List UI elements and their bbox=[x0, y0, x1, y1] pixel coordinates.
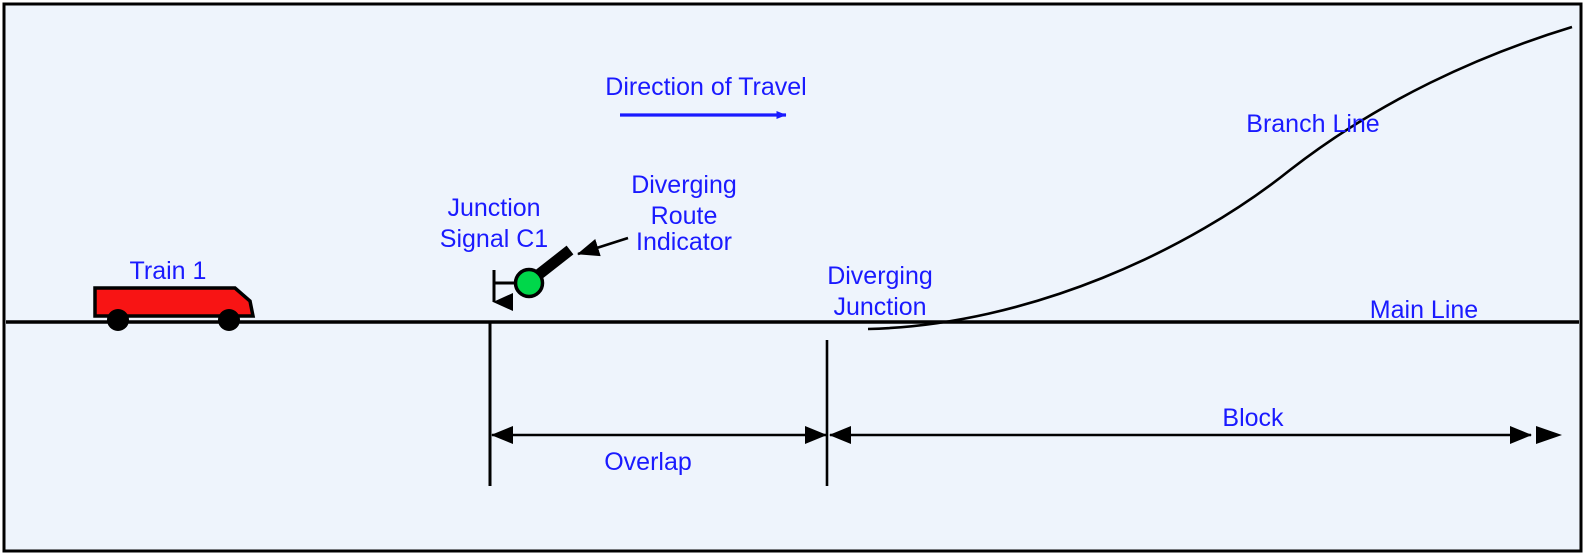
diverging-junction-label-line-1: Diverging bbox=[827, 262, 933, 290]
train-wheel-front bbox=[218, 309, 240, 331]
diverging-junction-label-line-2: Junction bbox=[833, 293, 926, 321]
train-1[interactable] bbox=[93, 286, 256, 331]
junction-signal-c1[interactable] bbox=[492, 245, 574, 311]
diverging-route-indicator-label-line-1: Diverging bbox=[631, 171, 737, 199]
overlap-label: Overlap bbox=[604, 448, 692, 476]
block-dimension-second-arrowhead bbox=[1536, 426, 1562, 444]
main-line-label: Main Line bbox=[1370, 296, 1478, 324]
train-wheel-rear bbox=[107, 309, 129, 331]
junction-signal-label-line-1: Junction bbox=[447, 194, 540, 222]
train-1-label: Train 1 bbox=[130, 257, 207, 285]
signal-green-aspect[interactable] bbox=[513, 267, 545, 299]
diverging-route-indicator-label-line-2: Route bbox=[651, 202, 718, 230]
diverging-route-indicator-leader bbox=[577, 236, 629, 257]
branch-line-label: Branch Line bbox=[1246, 110, 1379, 138]
diverging-route-indicator-label-line-3: Indicator bbox=[636, 228, 732, 256]
junction-signal-label-line-2: Signal C1 bbox=[440, 225, 548, 253]
train-body bbox=[93, 286, 256, 318]
direction-of-travel-label: Direction of Travel bbox=[605, 73, 806, 101]
branch-line-track bbox=[867, 25, 1573, 331]
block-label: Block bbox=[1222, 404, 1284, 432]
